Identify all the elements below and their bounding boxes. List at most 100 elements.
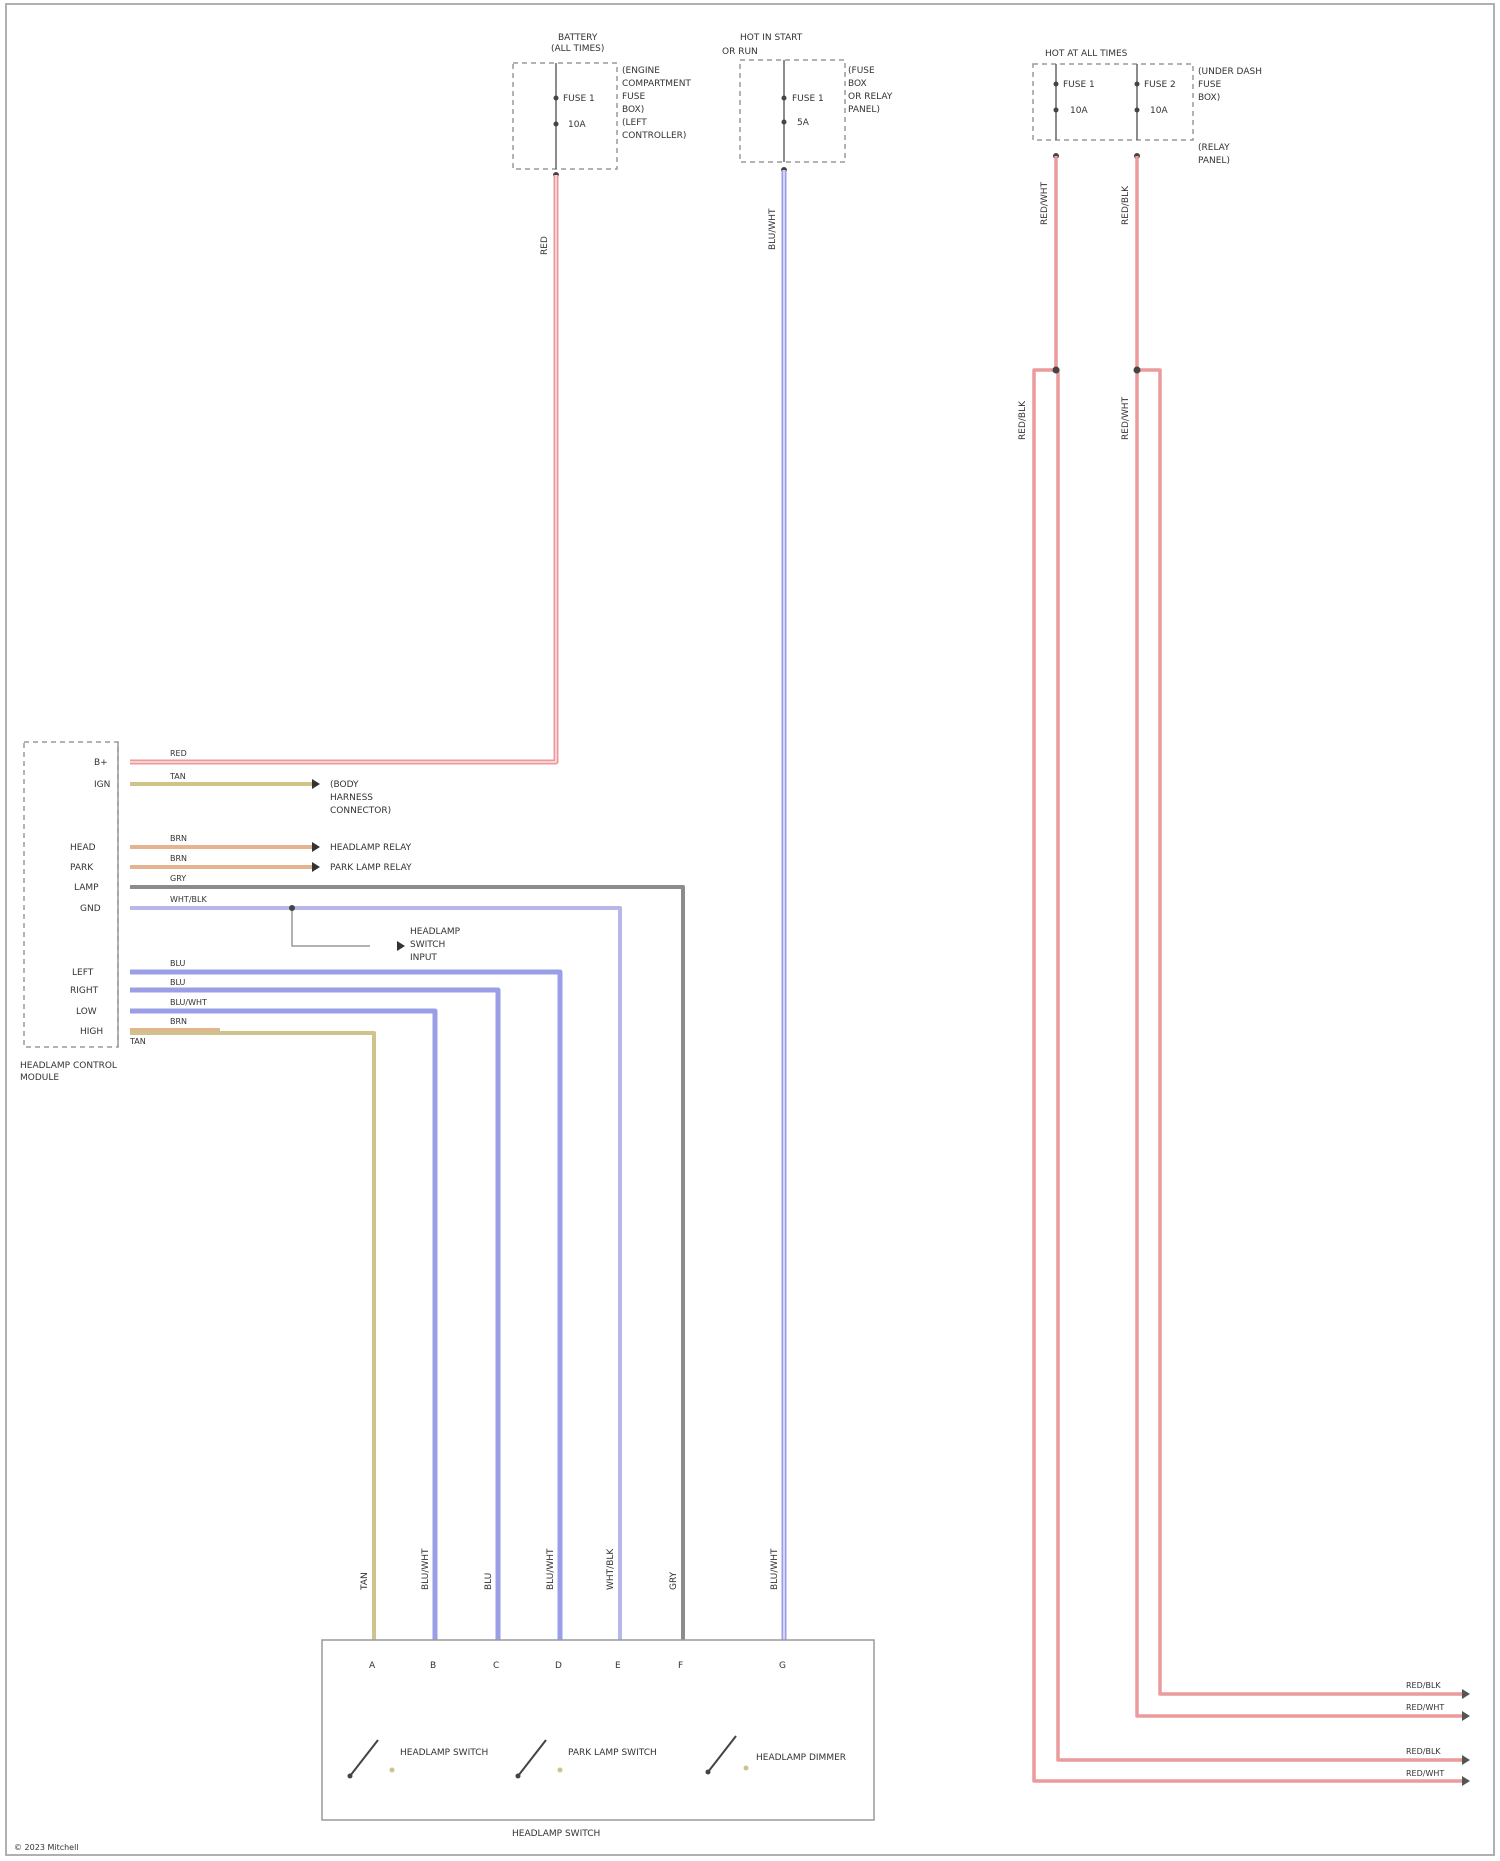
- right-end-labels: RED/BLK RED/WHT RED/BLK RED/WHT: [1406, 1681, 1470, 1786]
- fuse3-label-2: FUSE 2: [1144, 80, 1176, 90]
- pin-high: HIGH: [80, 1027, 103, 1037]
- pin-low: LOW: [76, 1007, 97, 1017]
- wire-blue-low: [130, 1011, 435, 1640]
- wc-blu-2: BLU: [170, 978, 186, 987]
- switch-name: HEADLAMP SWITCH: [512, 1829, 600, 1839]
- wires: [130, 156, 1462, 1781]
- fuse2-note-1: (FUSE: [848, 66, 875, 76]
- note-connector: CONNECTOR): [330, 806, 391, 816]
- fuse3-note-4: (RELAY: [1198, 143, 1230, 153]
- note-headlamp: HEADLAMP: [410, 927, 461, 937]
- fuse1-note-6: CONTROLLER): [622, 131, 686, 141]
- fuse1-title-1: BATTERY: [558, 33, 598, 43]
- fuse1-note-3: FUSE: [622, 92, 645, 102]
- footer-copyright: © 2023 Mitchell: [14, 1843, 79, 1852]
- note-input: INPUT: [410, 953, 437, 963]
- fuse3-rating-1: 10A: [1070, 106, 1088, 116]
- fuse3-note-2: FUSE: [1198, 80, 1221, 90]
- fuse2-note-2: BOX: [848, 79, 867, 89]
- wire-label-fuse1: RED: [540, 236, 550, 255]
- wc-wht-blk: WHT/BLK: [170, 895, 207, 904]
- bw-label-d: BLU/WHT: [546, 1548, 556, 1590]
- fuse3-label-1: FUSE 1: [1063, 80, 1095, 90]
- sw-pin-c: C: [493, 1661, 499, 1671]
- bw-label-g: BLU/WHT: [770, 1548, 780, 1590]
- fuse1-label: FUSE 1: [563, 94, 595, 104]
- bw-label-a: TAN: [360, 1572, 370, 1591]
- fuse3-rating-2: 10A: [1150, 106, 1168, 116]
- note-headlamp-relay: HEADLAMP RELAY: [330, 843, 412, 853]
- wc-brn-1: BRN: [170, 834, 187, 843]
- contact-label-1: HEADLAMP SWITCH: [400, 1748, 488, 1758]
- wc-tan: TAN: [169, 772, 186, 781]
- pin-b-plus: B+: [94, 758, 108, 768]
- wire-label-right-c: RED/BLK: [1018, 400, 1028, 440]
- wire-tan-a: [130, 1033, 374, 1640]
- fuse1-note-4: BOX): [622, 105, 644, 115]
- fuse1-note-1: (ENGINE: [622, 66, 660, 76]
- end-label-3: RED/BLK: [1406, 1747, 1441, 1756]
- switch-contact-3: HEADLAMP DIMMER: [706, 1736, 847, 1775]
- pin-ign: IGN: [94, 780, 110, 790]
- pin-head: HEAD: [70, 843, 96, 853]
- fuse3-note-3: BOX): [1198, 93, 1220, 103]
- wire-red-right-2: [1056, 370, 1462, 1760]
- note-harness: HARNESS: [330, 793, 373, 803]
- diagram-frame: [6, 4, 1494, 1855]
- sw-pin-g: G: [779, 1661, 786, 1671]
- headlamp-switch: TAN BLU/WHT BLU BLU/WHT WHT/BLK GRY BLU/…: [322, 1548, 874, 1839]
- wire-label-fuse3-b: RED/BLK: [1121, 185, 1131, 225]
- fuse3-note-5: PANEL): [1198, 156, 1230, 166]
- fuse3-title: HOT AT ALL TIMES: [1045, 49, 1128, 59]
- sw-pin-a: A: [369, 1661, 376, 1671]
- wire-red-right-1: [1034, 156, 1462, 1781]
- fuse2-note-3: OR RELAY: [848, 92, 893, 102]
- fuse1-note-2: COMPARTMENT: [622, 79, 691, 89]
- fuse3-note-1: (UNDER DASH: [1198, 67, 1262, 77]
- end-label-4: RED/WHT: [1406, 1769, 1444, 1778]
- wc-tan-2: TAN: [129, 1037, 146, 1046]
- fuse1-rating: 10A: [568, 120, 586, 130]
- bw-label-e: WHT/BLK: [606, 1548, 616, 1590]
- wc-brn-2: BRN: [170, 854, 187, 863]
- wire-label-right-d: RED/WHT: [1121, 396, 1131, 440]
- pin-park: PARK: [70, 863, 94, 873]
- fuse2-note-4: PANEL): [848, 105, 880, 115]
- fuse1-note-5: (LEFT: [622, 118, 647, 128]
- wire-red-right-3: [1137, 156, 1462, 1716]
- note-body: (BODY: [330, 780, 359, 790]
- bw-label-b: BLU/WHT: [421, 1548, 431, 1590]
- module-name-2: MODULE: [20, 1073, 59, 1083]
- pin-lamp: LAMP: [74, 883, 99, 893]
- fuse-box-3: HOT AT ALL TIMES FUSE 1 FUSE 2 10A 10A (…: [1033, 49, 1262, 166]
- fuse2-title-2: OR RUN: [722, 47, 758, 57]
- wire-blue-right: [130, 990, 498, 1640]
- end-label-2: RED/WHT: [1406, 1703, 1444, 1712]
- fuse2-label: FUSE 1: [792, 94, 824, 104]
- note-switch: SWITCH: [410, 940, 445, 950]
- note-park-relay: PARK LAMP RELAY: [330, 863, 412, 873]
- wc-gry: GRY: [170, 874, 186, 883]
- fuse-box-1: BATTERY (ALL TIMES) FUSE 1 10A (ENGINE C…: [513, 33, 691, 178]
- top-wire-labels: RED BLU/WHT RED/WHT RED/BLK RED/BLK RED/…: [540, 181, 1131, 440]
- wc-brn-3: BRN: [170, 1017, 187, 1026]
- sw-pin-e: E: [615, 1661, 621, 1671]
- pin-gnd: GND: [80, 904, 101, 914]
- contact-label-3: HEADLAMP DIMMER: [756, 1753, 846, 1763]
- wc-blu-1: BLU: [170, 959, 186, 968]
- wire-red-right-4: [1137, 370, 1462, 1694]
- sw-pin-f: F: [678, 1661, 683, 1671]
- module-name-1: HEADLAMP CONTROL: [20, 1061, 117, 1071]
- wc-blu-wht: BLU/WHT: [170, 998, 207, 1007]
- wc-red: RED: [170, 749, 187, 758]
- wire-label-fuse3-a: RED/WHT: [1040, 181, 1050, 225]
- wire-gray-lamp: [130, 887, 683, 1640]
- bw-label-c: BLU: [484, 1573, 494, 1590]
- sw-pin-d: D: [555, 1661, 562, 1671]
- end-label-1: RED/BLK: [1406, 1681, 1441, 1690]
- fuse2-title-1: HOT IN START: [740, 33, 803, 43]
- sw-pin-b: B: [430, 1661, 436, 1671]
- wire-red-fuse1: [130, 175, 556, 762]
- contact-label-2: PARK LAMP SWITCH: [568, 1748, 657, 1758]
